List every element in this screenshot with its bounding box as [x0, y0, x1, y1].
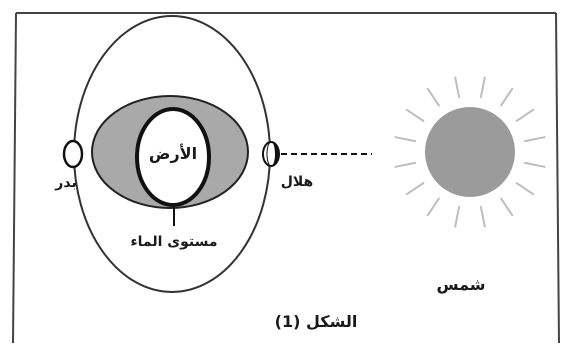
- sun-ray: [517, 110, 534, 121]
- figure-caption: الشكل (1): [275, 312, 358, 331]
- crescent-label: هلال: [281, 174, 313, 190]
- sun-ray: [455, 207, 459, 227]
- sun-ray: [517, 183, 534, 194]
- sun-ray: [407, 183, 424, 194]
- full-moon-label: بدر: [54, 175, 76, 191]
- sun-ray: [525, 137, 545, 141]
- full-moon-icon: [64, 141, 82, 167]
- sun-label: شمس: [436, 275, 485, 294]
- sun-ray: [396, 137, 416, 141]
- sun-ray: [407, 110, 424, 121]
- sun-ray: [501, 89, 512, 106]
- sun-ray: [455, 78, 459, 98]
- sun-ray: [428, 199, 439, 216]
- crescent-moon-icon: [263, 142, 279, 166]
- sun-ray: [481, 78, 485, 98]
- sun-ray: [481, 207, 485, 227]
- earth-label: الأرض: [149, 144, 197, 163]
- sun-ray: [396, 163, 416, 167]
- sun-ray: [428, 89, 439, 106]
- sun-icon: [396, 78, 545, 227]
- sun-ray: [501, 199, 512, 216]
- sun-ray: [525, 163, 545, 167]
- water-level-label: مستوى الماء: [131, 234, 218, 250]
